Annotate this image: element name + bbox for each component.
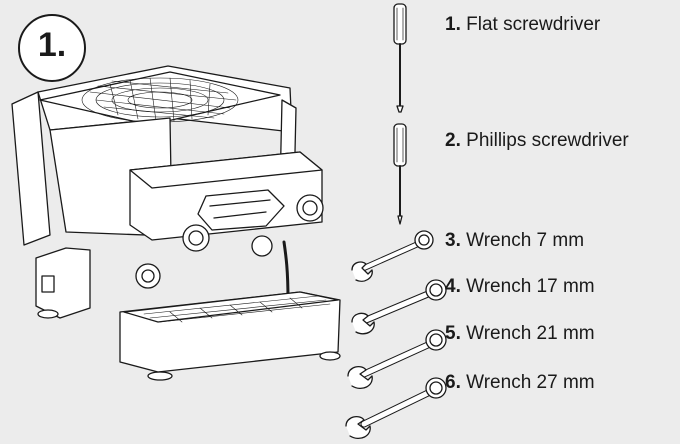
tool-number: 3. <box>445 230 461 251</box>
wrench-21mm-icon <box>347 329 447 390</box>
tool-name: Wrench 27 mm <box>466 372 595 393</box>
wrench-7mm-icon <box>351 230 434 282</box>
drip-tray-grille <box>143 295 331 323</box>
phillips-screwdriver-icon <box>393 123 407 225</box>
tool-number: 4. <box>445 276 461 297</box>
tool-label-phillips-screwdriver: 2. Phillips screwdriver <box>445 130 629 152</box>
tool-label-wrench-17mm: 4. Wrench 17 mm <box>445 276 595 298</box>
top-grille <box>81 77 239 123</box>
tool-label-wrench-7mm: 3. Wrench 7 mm <box>445 230 584 252</box>
tool-name: Wrench 7 mm <box>466 230 585 251</box>
tool-name: Flat screwdriver <box>466 14 601 35</box>
tool-name: Phillips screwdriver <box>466 130 629 151</box>
tool-number: 5. <box>445 323 461 344</box>
tool-label-wrench-21mm: 5. Wrench 21 mm <box>445 323 595 345</box>
tool-label-wrench-27mm: 6. Wrench 27 mm <box>445 372 595 394</box>
step-number: 1. <box>37 26 67 64</box>
flat-screwdriver-icon <box>393 3 407 113</box>
wrench-27mm-icon <box>345 377 447 440</box>
tool-number: 1. <box>445 14 461 35</box>
tool-number: 2. <box>445 130 461 151</box>
tool-label-flat-screwdriver: 1. Flat screwdriver <box>445 14 600 36</box>
tool-name: Wrench 21 mm <box>466 323 595 344</box>
wrench-17mm-icon <box>351 279 447 335</box>
espresso-machine-illustration <box>11 65 341 381</box>
tool-number: 6. <box>445 372 461 393</box>
step-number-badge: 1. <box>18 14 86 82</box>
tool-name: Wrench 17 mm <box>466 276 595 297</box>
